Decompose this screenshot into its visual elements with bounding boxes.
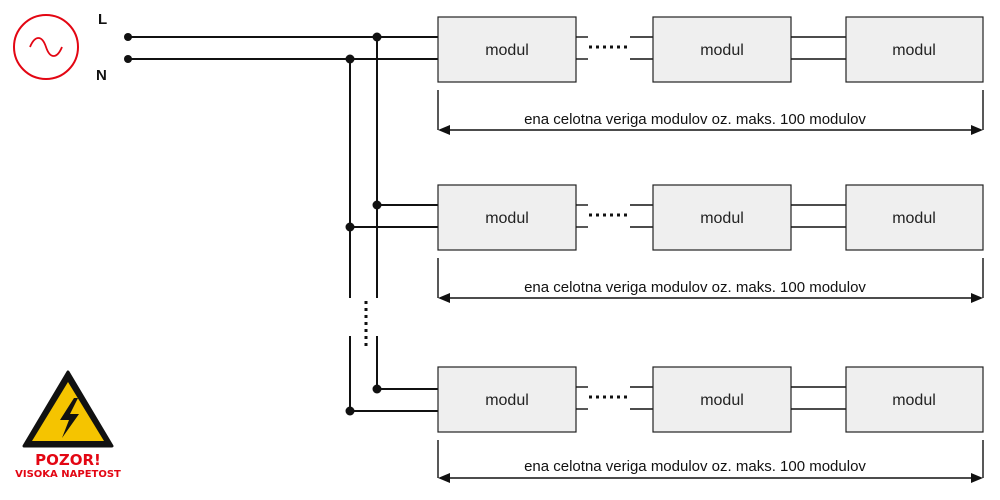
module-label: modul	[485, 392, 529, 409]
warning-title: POZOR!	[35, 451, 101, 469]
chain-2: modul modul modul ena celotna veriga mod…	[437, 184, 984, 303]
module-label: modul	[892, 392, 936, 409]
module-label: modul	[700, 210, 744, 227]
module-box	[845, 366, 984, 433]
module-box	[437, 16, 577, 83]
module-label: modul	[485, 42, 529, 59]
chain-span-label: ena celotna veriga modulov oz. maks. 100…	[524, 111, 866, 128]
branch-2-taps	[345, 200, 438, 232]
terminal-n-label: N	[96, 67, 107, 84]
module-box	[437, 184, 577, 251]
module-label: modul	[892, 42, 936, 59]
span-arrow	[437, 90, 984, 135]
module-label: modul	[700, 42, 744, 59]
chain-span-label: ena celotna veriga modulov oz. maks. 100…	[524, 458, 866, 475]
chain-3: modul modul modul ena celotna veriga mod…	[437, 366, 984, 483]
module-box	[652, 16, 792, 83]
branch-3-taps	[345, 384, 438, 416]
chain-span-label: ena celotna veriga modulov oz. maks. 100…	[524, 279, 866, 296]
module-box	[652, 184, 792, 251]
module-box	[652, 366, 792, 433]
high-voltage-warning-icon	[22, 370, 114, 448]
module-box	[845, 184, 984, 251]
terminal-l-label: L	[98, 11, 107, 28]
vertical-buses	[349, 37, 378, 411]
span-arrow	[437, 258, 984, 303]
span-arrow	[437, 440, 984, 483]
warning-subtitle: VISOKA NAPETOST	[15, 469, 121, 480]
module-box	[845, 16, 984, 83]
ac-sine-icon	[13, 14, 79, 80]
chain-1: modul modul modul ena celotna veriga mod…	[437, 16, 984, 135]
main-feed	[124, 32, 438, 64]
module-box	[437, 366, 577, 433]
module-label: modul	[700, 392, 744, 409]
module-label: modul	[485, 210, 529, 227]
module-label: modul	[892, 210, 936, 227]
